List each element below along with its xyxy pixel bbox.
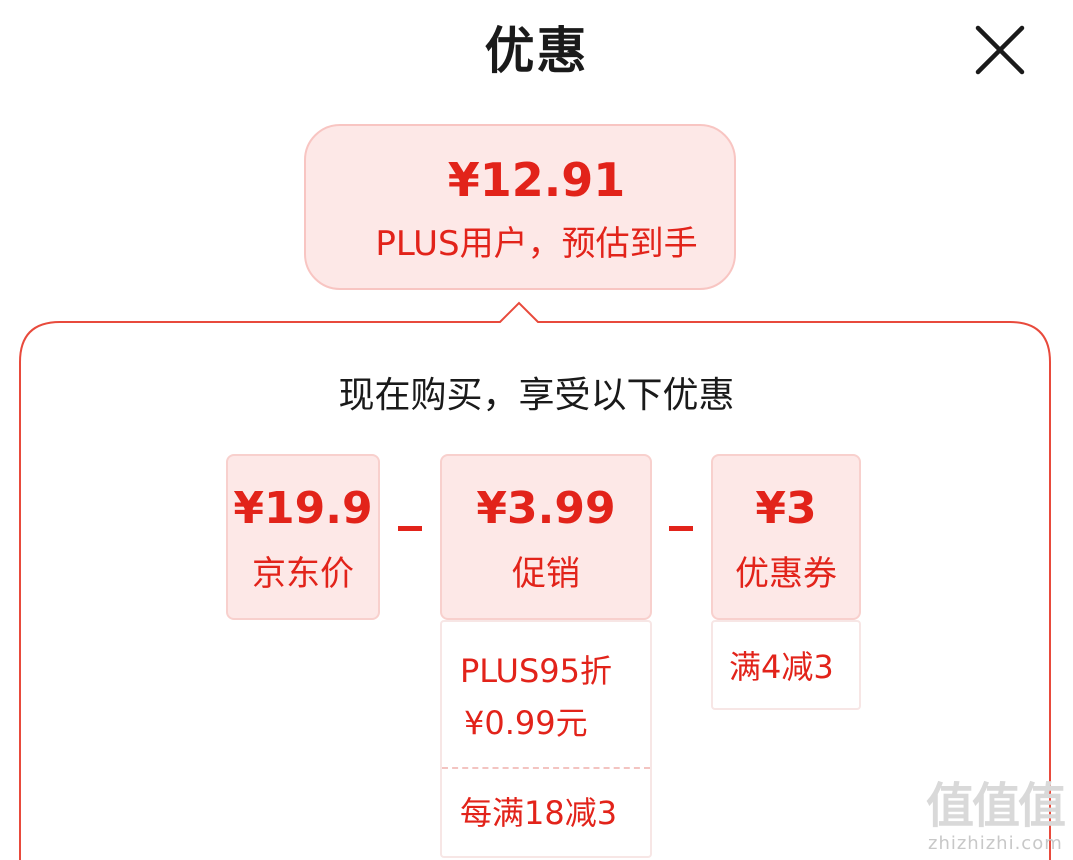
- minus-sign: [669, 526, 693, 531]
- jd-price-label: 京东价: [252, 554, 354, 594]
- promotion-label: 促销: [512, 554, 580, 594]
- coupon-detail-condition: 满4减3: [729, 648, 834, 686]
- sheet-title: 优惠: [484, 22, 589, 80]
- coupon-card: ¥3 优惠券: [711, 454, 861, 620]
- close-icon: [975, 25, 1025, 75]
- promotion-detail-plus-discount: PLUS95折: [460, 652, 612, 690]
- jd-price-amount: ¥19.9: [233, 483, 373, 534]
- jd-price-card: ¥19.9 京东价: [226, 454, 380, 620]
- promotion-detail-plus-amount: ¥0.99元: [464, 704, 588, 742]
- detail-divider: [442, 767, 650, 769]
- estimated-price: ¥12.91: [447, 153, 626, 207]
- coupon-details: 满4减3: [711, 620, 861, 710]
- minus-sign: [398, 526, 422, 531]
- watermark-url: zhizhizhi.com: [928, 833, 1063, 854]
- breakdown-heading: 现在购买，享受以下优惠: [338, 375, 735, 416]
- promotion-card: ¥3.99 促销: [440, 454, 652, 620]
- site-watermark: 值值值 zhizhizhi.com: [924, 778, 1073, 860]
- watermark-glyphs: 值值值: [926, 778, 1066, 834]
- estimated-price-caption: PLUS用户，预估到手: [375, 224, 698, 264]
- estimated-price-bubble: [304, 124, 736, 290]
- promotion-detail-full-reduction: 每满18减3: [460, 794, 618, 832]
- close-button[interactable]: [972, 22, 1028, 78]
- coupon-label: 优惠券: [735, 554, 837, 594]
- promotion-details: PLUS95折 ¥0.99元 每满18减3: [440, 620, 652, 858]
- promotion-amount: ¥3.99: [476, 483, 616, 534]
- coupon-amount: ¥3: [755, 483, 817, 534]
